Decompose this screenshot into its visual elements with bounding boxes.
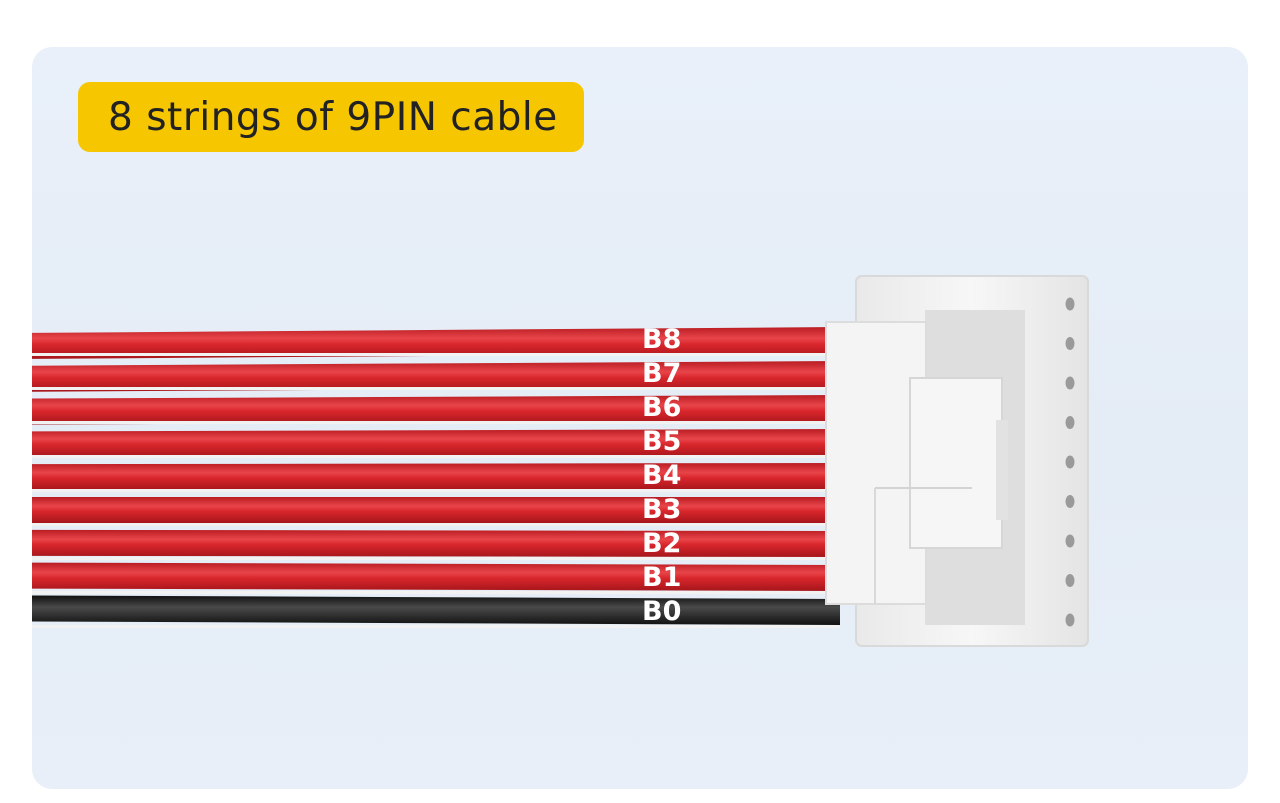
- wire-b4: [32, 463, 840, 491]
- wire-b3: [32, 497, 840, 523]
- wire-separator: [32, 523, 840, 526]
- connector-housing: [825, 275, 1089, 647]
- wire-b2: [32, 529, 840, 557]
- wire-b0: [32, 595, 840, 625]
- wire-b5: [32, 429, 840, 458]
- wire-label-b8: B8: [642, 324, 681, 355]
- wire-label-b4: B4: [642, 460, 681, 491]
- wire-label-b6: B6: [642, 392, 681, 423]
- pin-hole: [1065, 534, 1075, 548]
- pin-hole: [1065, 613, 1075, 627]
- pin-hole: [1065, 574, 1075, 587]
- wire-b7: [32, 361, 840, 392]
- pin-hole: [1065, 337, 1075, 350]
- pin-hole: [1065, 376, 1075, 390]
- pin-holes: [1065, 297, 1075, 627]
- wire-separator: [32, 489, 840, 492]
- wire-label-b2: B2: [642, 528, 681, 559]
- wire-separator: [32, 591, 840, 594]
- wire-separator: [32, 387, 840, 390]
- pin-hole: [1065, 416, 1075, 429]
- wire-separator: [32, 625, 840, 628]
- wire-label-b7: B7: [642, 358, 681, 389]
- wire-b8: [32, 327, 840, 359]
- pin-hole: [1065, 297, 1075, 311]
- title-text: 8 strings of 9PIN cable: [108, 94, 558, 140]
- wire-label-b5: B5: [642, 426, 681, 457]
- wire-label-b3: B3: [642, 494, 681, 525]
- wire-b6: [32, 395, 840, 425]
- wire-bundle: [32, 327, 840, 628]
- wire-separator: [32, 421, 840, 424]
- wire-b1: [32, 562, 840, 591]
- wire-separator: [32, 557, 840, 560]
- wire-label-b0: B0: [642, 596, 681, 627]
- title-badge: 8 strings of 9PIN cable: [78, 82, 584, 152]
- wire-label-b1: B1: [642, 562, 681, 593]
- wire-separator: [32, 455, 840, 458]
- pin-hole: [1065, 455, 1075, 469]
- wire-separator: [32, 353, 840, 356]
- pin-hole: [1065, 495, 1075, 508]
